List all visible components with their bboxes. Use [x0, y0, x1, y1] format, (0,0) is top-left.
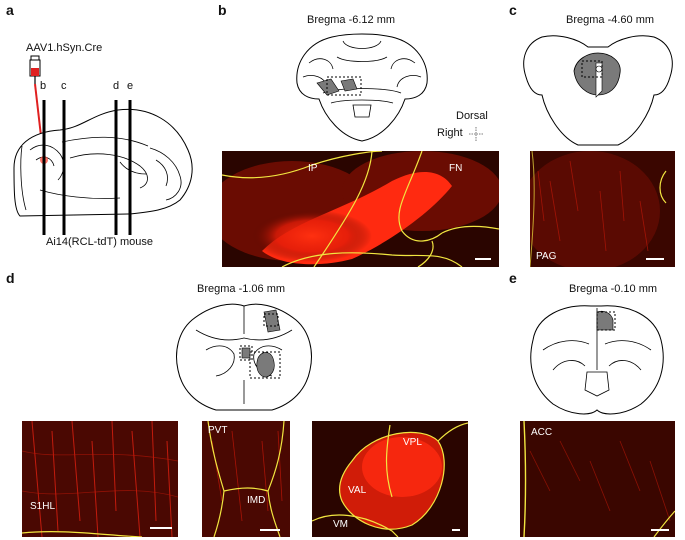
bregma-e: Bregma -0.10 mm — [569, 283, 658, 295]
coronal-section-cerebellum — [296, 33, 428, 142]
orientation-dorsal: Dorsal — [456, 110, 488, 122]
region-label-pvt: PVT — [208, 425, 228, 436]
region-label-ip: IP — [308, 163, 318, 174]
panel-b-letter: b — [218, 2, 227, 18]
orientation-arrows-icon — [469, 127, 483, 141]
cut-label-c: c — [61, 80, 67, 92]
panel-e-letter: e — [509, 270, 517, 286]
bregma-b: Bregma -6.12 mm — [307, 14, 396, 26]
region-label-val: VAL — [348, 485, 367, 496]
region-label-fn: FN — [449, 163, 463, 174]
panel-d-letter: d — [6, 270, 15, 286]
scale-bar-e — [651, 529, 669, 531]
coronal-section-midbrain — [523, 35, 673, 146]
orientation-right: Right — [437, 127, 463, 139]
scale-bar-b — [475, 258, 491, 260]
region-label-s1hl: S1HL — [30, 501, 56, 512]
micrograph-d-thal: VPL VAL VM — [312, 421, 468, 537]
cut-label-d: d — [113, 80, 120, 92]
micrograph-e-acc: ACC — [520, 421, 675, 537]
bregma-c: Bregma -4.60 mm — [566, 14, 655, 26]
region-label-vpl: VPL — [403, 437, 422, 448]
scale-bar-d2 — [260, 529, 280, 531]
micrograph-d-pvt: PVT IMD — [202, 421, 290, 537]
coronal-section-thalamus — [176, 303, 312, 411]
region-label-vm: VM — [333, 519, 348, 530]
micrograph-c: PAG — [530, 151, 675, 267]
micrograph-d-s1hl: S1HL — [22, 421, 178, 537]
scale-bar-d3 — [452, 529, 460, 531]
sagittal-brain-diagram — [13, 55, 193, 235]
panel-a-letter: a — [6, 2, 14, 18]
virus-label: AAV1.hSyn.Cre — [26, 42, 103, 54]
mouse-label: Ai14(RCL-tdT) mouse — [46, 236, 153, 248]
cut-label-e: e — [127, 80, 134, 92]
micrograph-b: IP FN — [222, 151, 499, 267]
region-label-pag: PAG — [536, 251, 557, 262]
region-label-acc: ACC — [531, 427, 553, 438]
scale-bar-c — [646, 258, 664, 260]
scale-bar-d1 — [150, 527, 172, 529]
panel-c-letter: c — [509, 2, 517, 18]
region-label-imd: IMD — [247, 495, 266, 506]
cut-label-b: b — [40, 80, 47, 92]
coronal-section-forebrain — [530, 305, 664, 415]
bregma-d: Bregma -1.06 mm — [197, 283, 286, 295]
